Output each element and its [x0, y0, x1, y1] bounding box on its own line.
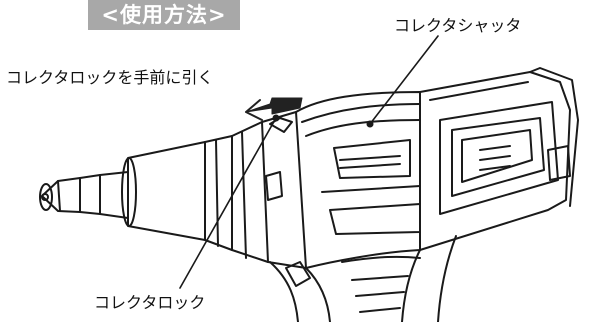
shutter-leader-dot [366, 120, 374, 128]
shutter-leader-line [369, 35, 439, 125]
lock-leader-dot [272, 114, 280, 122]
tool-handle [269, 235, 457, 322]
collector-lock-pull-instruction: コレクタロックを手前に引く [6, 68, 214, 87]
page-title: <使用方法> [88, 0, 240, 30]
collector-lock-label: コレクタロック [94, 293, 206, 312]
nose-piece [121, 121, 269, 263]
collector-lock-part [261, 111, 307, 269]
nozzle-tip [39, 171, 129, 219]
collector-shutter-part [295, 91, 421, 269]
pull-direction-arrow [245, 97, 303, 121]
lock-leader-line [179, 117, 277, 289]
collector-shutter-label: コレクタシャッタ [394, 16, 522, 35]
tool-body [419, 67, 579, 251]
